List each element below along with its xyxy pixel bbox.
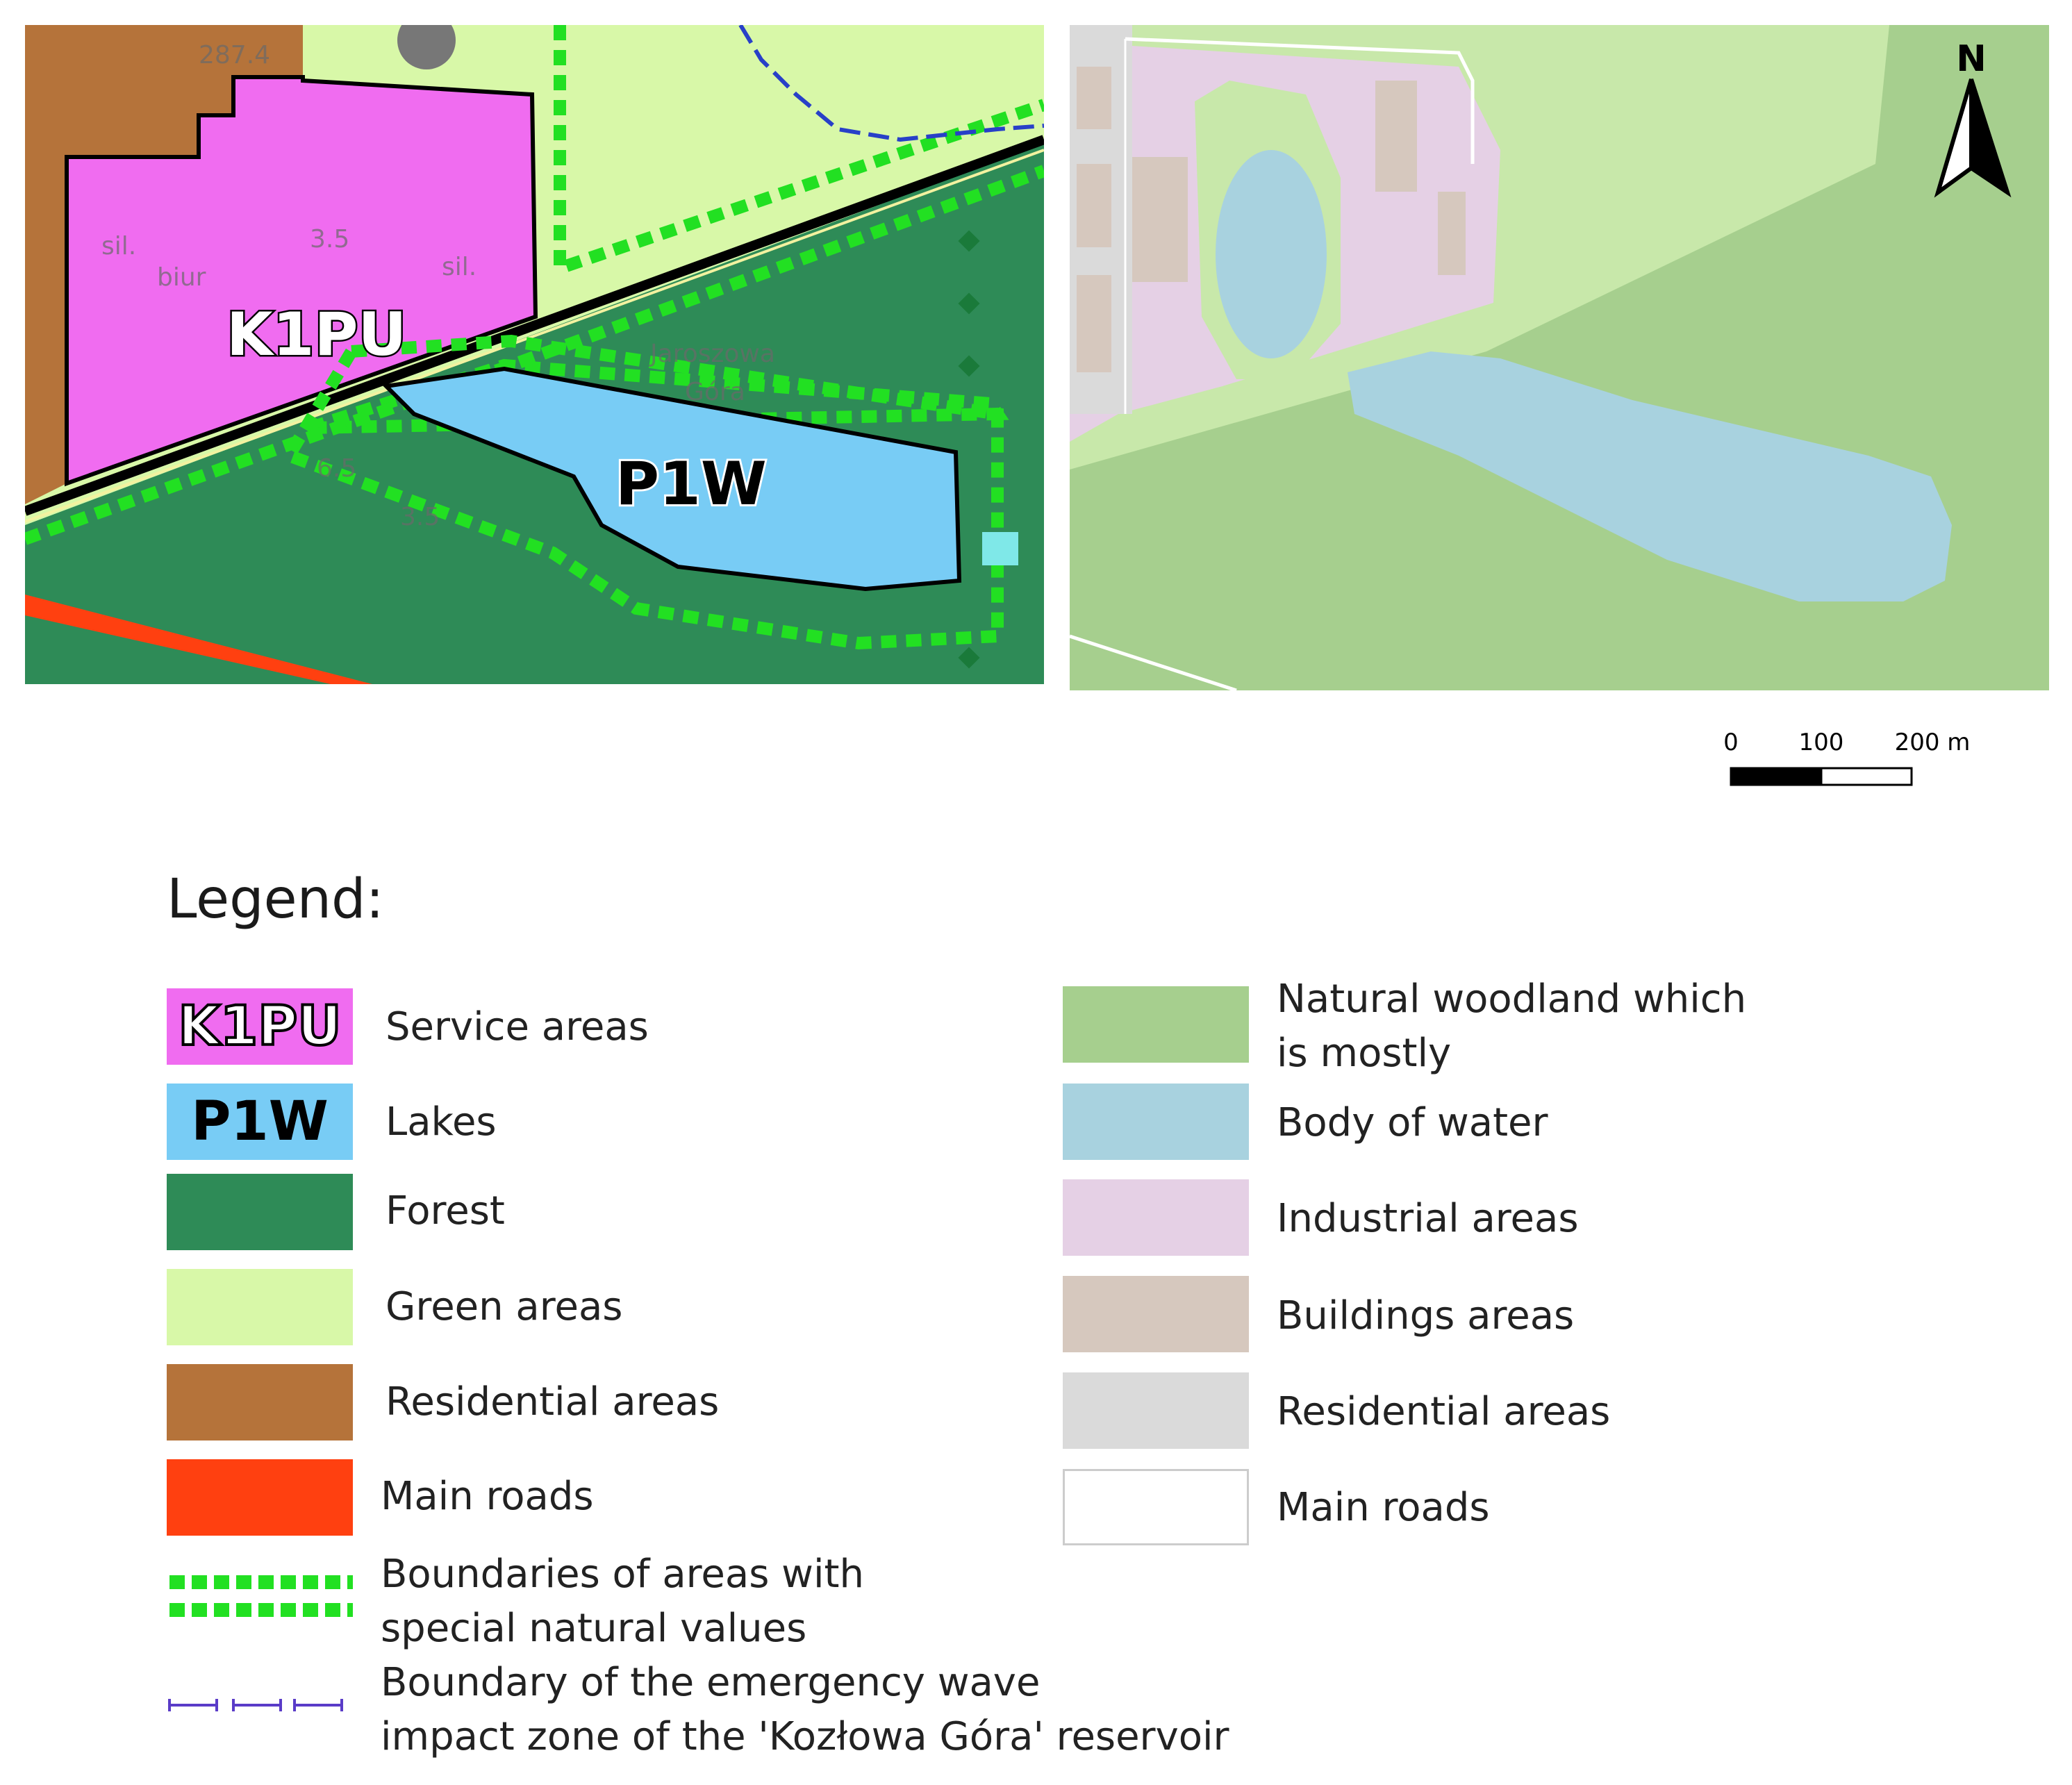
legend-label-residential-right: Residential areas bbox=[1277, 1389, 1611, 1434]
faint-label: biur bbox=[157, 263, 206, 292]
small-pond bbox=[1216, 150, 1327, 358]
north-label: N bbox=[1956, 38, 1987, 80]
legend-swatch-main-roads bbox=[167, 1459, 353, 1536]
legend-swatch-residential bbox=[167, 1364, 353, 1441]
scale-tick-label: 100 bbox=[1799, 729, 1844, 756]
faint-label: sil. bbox=[101, 232, 136, 260]
legend-label-buildings: Buildings areas bbox=[1277, 1293, 1575, 1338]
faint-label: sil. bbox=[442, 253, 476, 281]
legend-label-industrial: Industrial areas bbox=[1277, 1196, 1579, 1241]
legend-label-residential: Residential areas bbox=[386, 1379, 720, 1425]
legend-swatch-lakes: P1W bbox=[167, 1084, 353, 1160]
faint-label: 6.5 bbox=[317, 454, 356, 483]
legend-label-green: Green areas bbox=[386, 1284, 623, 1329]
main-road bbox=[1070, 634, 1237, 690]
building bbox=[1438, 192, 1466, 275]
building bbox=[1077, 67, 1111, 129]
legend-label-lakes: Lakes bbox=[386, 1099, 497, 1145]
legend-label-main-roads-right: Main roads bbox=[1277, 1485, 1490, 1530]
right-land-cover-map bbox=[1070, 25, 2049, 690]
scale-segment-black bbox=[1730, 767, 1823, 786]
special-value-boundary-green bbox=[554, 25, 1044, 277]
legend-swatch-forest bbox=[167, 1174, 353, 1250]
building bbox=[1077, 275, 1111, 372]
zone-label-p1w: P1W bbox=[615, 449, 767, 519]
faint-label: 3.5 bbox=[310, 225, 349, 254]
building bbox=[1375, 81, 1417, 192]
residential-zone bbox=[25, 25, 303, 504]
legend-label-forest: Forest bbox=[386, 1188, 505, 1234]
faint-label: 287.4 bbox=[199, 41, 270, 69]
legend-label-woodland-1: Natural woodland which bbox=[1277, 977, 1747, 1022]
main-road bbox=[25, 595, 372, 684]
building bbox=[1077, 164, 1111, 247]
legend-swatch-industrial bbox=[1063, 1179, 1249, 1256]
left-zoning-map: 287.4 sil. biur sil. 3.5 6.5 3.5 Jaroszo… bbox=[25, 25, 1044, 684]
legend-swatch-green bbox=[167, 1269, 353, 1345]
zone-label-k1pu: K1PU bbox=[226, 300, 406, 370]
legend-label-emergency-boundary-1: Boundary of the emergency wave bbox=[381, 1660, 1041, 1705]
legend-label-special-boundary-2: special natural values bbox=[381, 1606, 807, 1651]
legend-swatch-main-roads-right bbox=[1063, 1469, 1249, 1545]
scale-tick-label: 200 m bbox=[1895, 729, 1971, 756]
north-arrow-left bbox=[1934, 78, 1973, 198]
scale-segment-white bbox=[1820, 767, 1913, 786]
legend-label-service: Service areas bbox=[386, 1004, 649, 1049]
legend-swatch-buildings bbox=[1063, 1276, 1249, 1352]
legend-label-water: Body of water bbox=[1277, 1100, 1548, 1145]
legend-swatch-emergency-boundary bbox=[167, 1695, 353, 1716]
faint-label: Góra bbox=[685, 378, 745, 406]
special-value-boundary-lake bbox=[279, 334, 1004, 650]
north-arrow-right bbox=[1969, 78, 2012, 198]
building-areas bbox=[1077, 67, 1466, 372]
emergency-boundary-symbol bbox=[168, 1699, 343, 1711]
north-arrow-symbol: N bbox=[1934, 38, 2012, 198]
legend-label-special-boundary-1: Boundaries of areas with bbox=[381, 1552, 864, 1597]
small-building-symbol bbox=[982, 532, 1018, 565]
legend-swatch-water bbox=[1063, 1084, 1249, 1160]
railway-line bbox=[25, 135, 1044, 516]
legend-label-emergency-boundary-2: impact zone of the 'Kozłowa Góra' reserv… bbox=[381, 1714, 1229, 1759]
legend-code-p1w: P1W bbox=[191, 1090, 329, 1153]
railway-rail bbox=[25, 149, 1044, 523]
legend-swatch-service: K1PU bbox=[167, 988, 353, 1065]
special-boundary-symbol bbox=[169, 1575, 353, 1617]
scale-tick-label: 0 bbox=[1723, 729, 1739, 756]
legend-label-woodland-2: is mostly bbox=[1277, 1031, 1452, 1076]
scale-bar: 0 100 200 m bbox=[1716, 722, 1994, 806]
scale-bar-graphic: 0 100 200 m bbox=[1723, 729, 1971, 786]
legend-swatch-residential-right bbox=[1063, 1372, 1249, 1449]
faint-label: 3.5 bbox=[400, 503, 440, 531]
diamond-marker bbox=[958, 230, 980, 252]
legend-label-main-roads: Main roads bbox=[381, 1474, 594, 1519]
reservoir-water-body bbox=[1348, 351, 1952, 601]
road bbox=[1125, 37, 1475, 164]
legend-title: Legend: bbox=[167, 868, 384, 931]
right-map-canvas bbox=[1070, 25, 2049, 690]
legend-code-k1pu: K1PU bbox=[176, 994, 342, 1059]
legend-swatch-special-boundary bbox=[167, 1568, 353, 1624]
left-map-canvas: 287.4 sil. biur sil. 3.5 6.5 3.5 Jaroszo… bbox=[25, 25, 1044, 684]
faint-label: Jaroszowa bbox=[649, 340, 775, 368]
building bbox=[1132, 157, 1188, 282]
grid-symbol bbox=[397, 25, 456, 69]
diamond-marker bbox=[958, 292, 980, 315]
emergency-wave-boundary bbox=[738, 25, 1044, 142]
lake-p1w bbox=[381, 366, 962, 592]
north-arrow: N bbox=[1931, 36, 2021, 203]
legend-swatch-woodland bbox=[1063, 986, 1249, 1063]
service-zone-k1pu bbox=[65, 75, 538, 487]
